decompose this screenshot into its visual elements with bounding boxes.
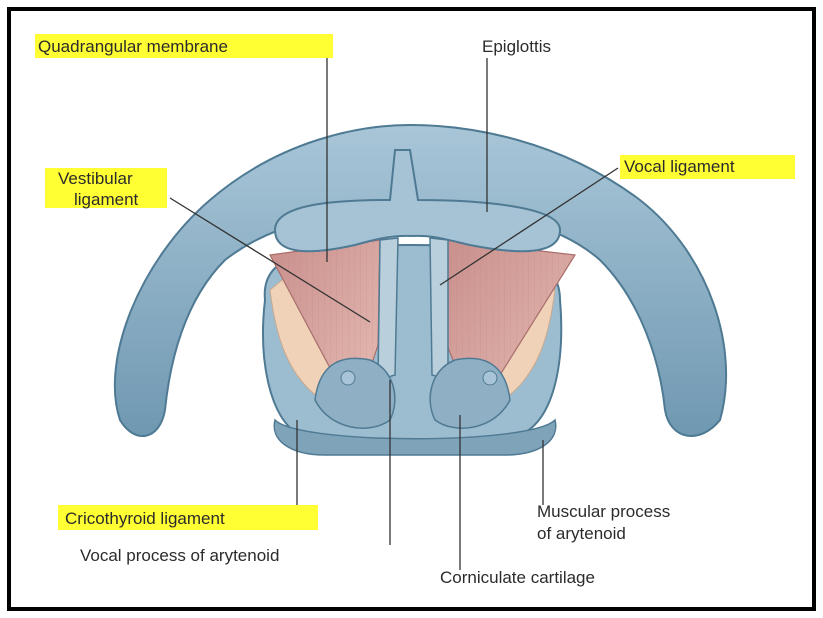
label-vocal-process: Vocal process of arytenoid <box>80 546 279 565</box>
label-vocal-ligament: Vocal ligament <box>624 157 735 176</box>
vocal-fold-left <box>378 238 398 380</box>
corniculate-right <box>483 371 497 385</box>
label-corniculate-cartilage: Corniculate cartilage <box>440 568 595 587</box>
label-muscular-process-line1: Muscular process <box>537 502 670 521</box>
corniculate-left <box>341 371 355 385</box>
vocal-fold-right <box>430 238 448 380</box>
label-vestibular-line1: Vestibular <box>58 169 133 188</box>
label-vestibular-line2: ligament <box>74 190 139 209</box>
label-muscular-process-line2: of arytenoid <box>537 524 626 543</box>
label-quadrangular-membrane: Quadrangular membrane <box>38 37 228 56</box>
label-epiglottis: Epiglottis <box>482 37 551 56</box>
label-cricothyroid-ligament: Cricothyroid ligament <box>65 509 225 528</box>
